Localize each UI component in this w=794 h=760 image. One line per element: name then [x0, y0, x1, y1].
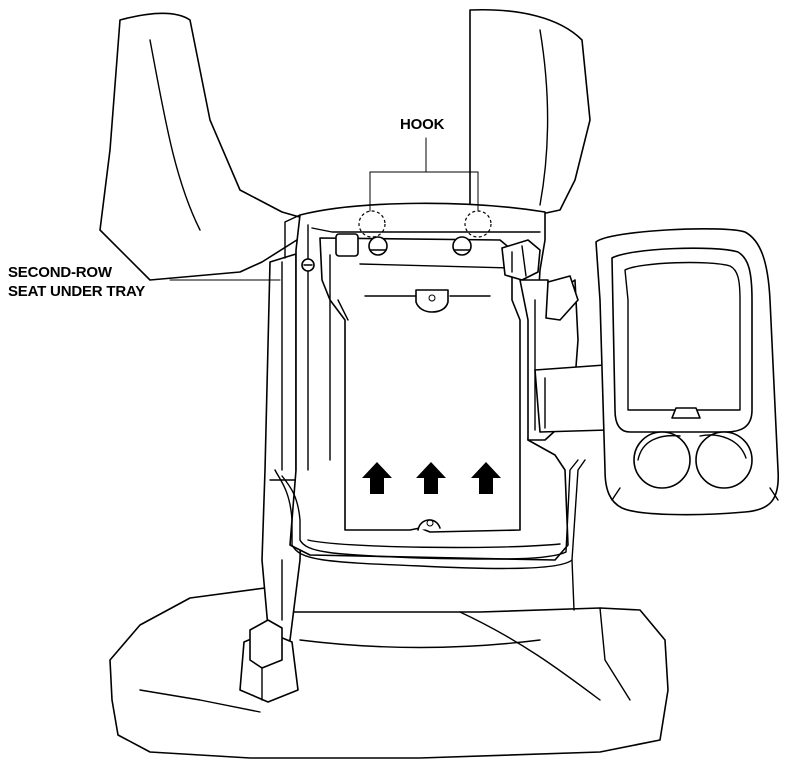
tray-bottom-hole	[426, 519, 434, 527]
hook-label: HOOK	[400, 116, 445, 133]
side-latch	[501, 239, 541, 281]
hook-leader	[369, 137, 479, 212]
cup-holder	[595, 228, 780, 516]
side-screw	[301, 258, 315, 272]
support-post-right	[571, 559, 575, 611]
up-arrow-3	[471, 462, 501, 494]
hook-holes	[368, 236, 472, 256]
tray-label-line1: SECOND-ROW	[8, 264, 112, 281]
wire-handle	[274, 459, 586, 570]
left-seat-back	[99, 12, 319, 281]
right-side-bracket	[519, 275, 609, 441]
tray-label-line2: SEAT UNDER TRAY	[8, 283, 146, 300]
up-arrow-1	[362, 462, 392, 494]
up-arrow-2	[416, 462, 446, 494]
tray-square-tab	[335, 233, 359, 257]
right-seat-back	[469, 8, 591, 221]
tray-handle-hole	[428, 294, 436, 302]
front-latch	[239, 619, 299, 703]
hook-marker-left	[358, 210, 386, 238]
seat-cushion	[109, 587, 669, 759]
push-up-arrows	[362, 462, 501, 494]
